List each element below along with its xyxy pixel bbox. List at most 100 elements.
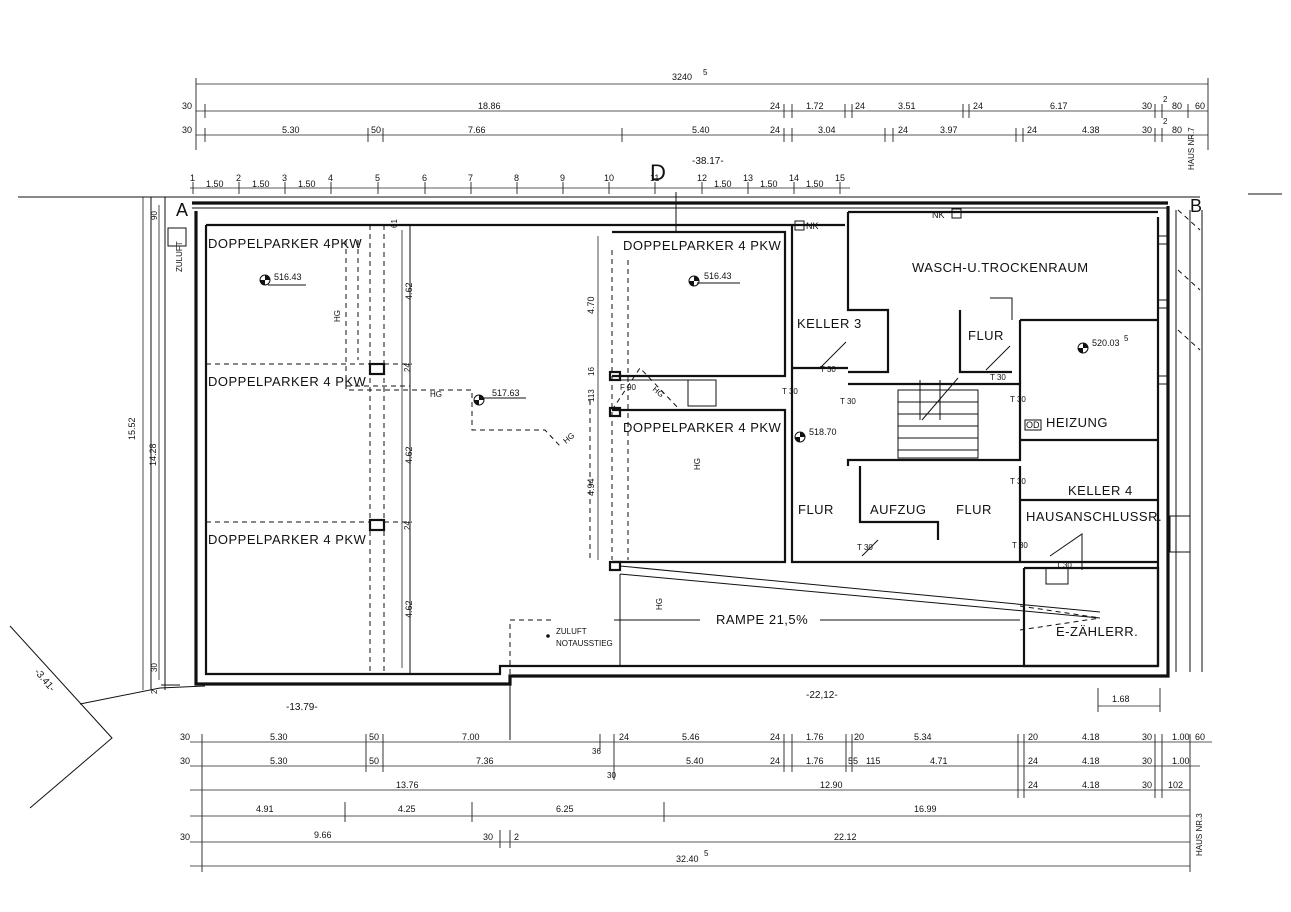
room-flur-3: FLUR [956,502,992,517]
dim-bottom-r5-2: 30 [483,832,493,842]
ruler-10: 10 [604,173,614,183]
dim-top-r1-0: 30 [182,101,192,111]
dim-bottom-r2-13: 30 [1142,756,1152,766]
left-dimension-chains: 15.52 14.28 90 30 2 A ZULUFT [127,197,188,694]
dim-bottom-r1-7: 24 [770,732,780,742]
mark-hg-6: HG [651,385,666,400]
dim-bottom-r3-3: 4.18 [1082,780,1100,790]
ruler-8: 8 [514,173,519,183]
room-heizung: HEIZUNG [1046,415,1108,430]
dim-bay-1: 4.62 [404,282,414,300]
dim-bottom-r1-2: 50 [369,732,379,742]
mark-t30-1: T 30 [820,365,836,374]
dim-bottom-r3-1: 12.90 [820,780,843,790]
mark-hg-1: HG [430,390,442,399]
dim-bottom-r2-10: 4.71 [930,756,948,766]
bottom-dimension-chains: 30 5.30 50 7.00 36 24 5.46 24 1.76 20 5.… [180,732,1212,872]
level-left: -3.41- [32,667,57,694]
level-bottom-1: -13.79- [286,702,318,713]
dim-top-r2-6: 3.04 [818,125,836,135]
level-marker-1: 516.43 [259,272,306,286]
ruler-6: 6 [422,173,427,183]
dim-bottom-r2-4: 30 [607,771,616,780]
level-marker-2: 516.43 [688,271,740,287]
ruler-14: 14 [789,173,799,183]
ruler-step-13: 1.50 [760,179,778,189]
mark-t30-8: T 30 [1012,541,1028,550]
dim-total-bottom: 32.40 [676,854,699,864]
room-doppelparker-5: DOPPELPARKER 4 PKW [623,420,782,435]
level-marker-4: 518.70 [794,427,837,443]
dim-outer-height: 15.52 [127,417,137,440]
dim-bottom-r1-5: 24 [619,732,629,742]
dim-bottom-r3-2: 24 [1028,780,1038,790]
dim-168: 1.68 [1112,694,1130,704]
service-rooms-walls [790,208,1201,668]
dim-bottom-r5-0: 30 [180,832,190,842]
dim-core-113: 113 [587,389,596,402]
mark-nk-1: NK [806,221,819,231]
mark-t30-3: T 30 [840,397,856,406]
ruler-step-2: 1.50 [252,179,270,189]
dim-top-r1-4: 24 [855,101,865,111]
dim-top-r2-4: 5.40 [692,125,710,135]
level-value-2: 516.43 [704,271,732,281]
dim-top-r2-0: 30 [182,125,192,135]
dim-top-r2-9: 24 [1027,125,1037,135]
dim-top-r1-3: 1.72 [806,101,824,111]
column-ruler: 1 2 3 4 5 6 7 8 9 10 11 12 13 14 15 1.50… [190,173,850,194]
dim-bottom-r3-5: 102 [1168,780,1183,790]
mark-t30-2: T 30 [782,387,798,396]
dim-bottom-r1-1: 5.30 [270,732,288,742]
dim-bottom-r4-1: 4.25 [398,804,416,814]
dim-bottom-r2-12: 4.18 [1082,756,1100,766]
mark-hg-3: HG [693,458,702,470]
level-bottom-2: -22,12- [806,690,838,701]
ruler-9: 9 [560,173,565,183]
room-keller-4: KELLER 4 [1068,483,1133,498]
staircase [897,377,979,459]
dim-top-r2-1: 5.30 [282,125,300,135]
ruler-1: 1 [190,173,195,183]
dim-bottom-r1-14: 1.00 [1172,732,1190,742]
ruler-step-1: 1.50 [206,179,224,189]
dim-top-r1-8: 30 [1142,101,1152,111]
zuluft-label: ZULUFT [175,241,184,272]
dim-bottom-r1-11: 20 [1028,732,1038,742]
dim-bottom-r2-11: 24 [1028,756,1038,766]
dim-bottom-r3-4: 30 [1142,780,1152,790]
ruler-step-3: 1.50 [298,179,316,189]
level-value-4: 518.70 [809,427,837,437]
mark-nk-2: NK [932,210,945,220]
dim-bottom-r2-8: 55 [848,756,858,766]
ruler-12: 12 [697,173,707,183]
dim-bottom-r2-1: 5.30 [270,756,288,766]
mark-notausstieg: NOTAUSSTIEG [556,639,613,648]
dim-top-r1-6: 24 [973,101,983,111]
room-flur-2: FLUR [798,502,834,517]
mark-zuluft-2: ZULUFT [556,627,587,636]
dim-top-r1-7: 6.17 [1050,101,1068,111]
mark-hg-5: HG [562,431,577,446]
dim-bottom-r5-3: 2 [514,832,519,842]
dim-bottom-r1-10: 5.34 [914,732,932,742]
dim-bottom-r1-8: 1.76 [806,732,824,742]
dim-bottom-r4-3: 16.99 [914,804,937,814]
outer-walls: B D [192,160,1203,740]
dim-col-24b: 24 [403,521,412,530]
dim-bottom-r1-9: 20 [854,732,864,742]
room-e-zaehler: E-ZÄHLERR. [1056,624,1138,639]
dim-bottom-r5-4: 22.12 [834,832,857,842]
level-value-5-sup: 5 [1124,334,1129,343]
top-dimension-chains: 3240 5 30 18.86 24 1.72 24 3.51 24 6.17 … [182,68,1209,170]
room-hausanschluss: HAUSANSCHLUSSR. [1026,509,1162,524]
room-doppelparker-4: DOPPELPARKER 4 PKW [623,238,782,253]
dim-core-494: 4.94 [586,478,596,496]
ruler-5: 5 [375,173,380,183]
dim-bottom-r3-0: 13.76 [396,780,419,790]
axis-b: B [1190,196,1202,216]
dim-bottom-r1-0: 30 [180,732,190,742]
dim-top-r2-5: 24 [770,125,780,135]
dim-top-r2-13: 80 [1172,125,1182,135]
dim-bottom-r1-3: 7.00 [462,732,480,742]
